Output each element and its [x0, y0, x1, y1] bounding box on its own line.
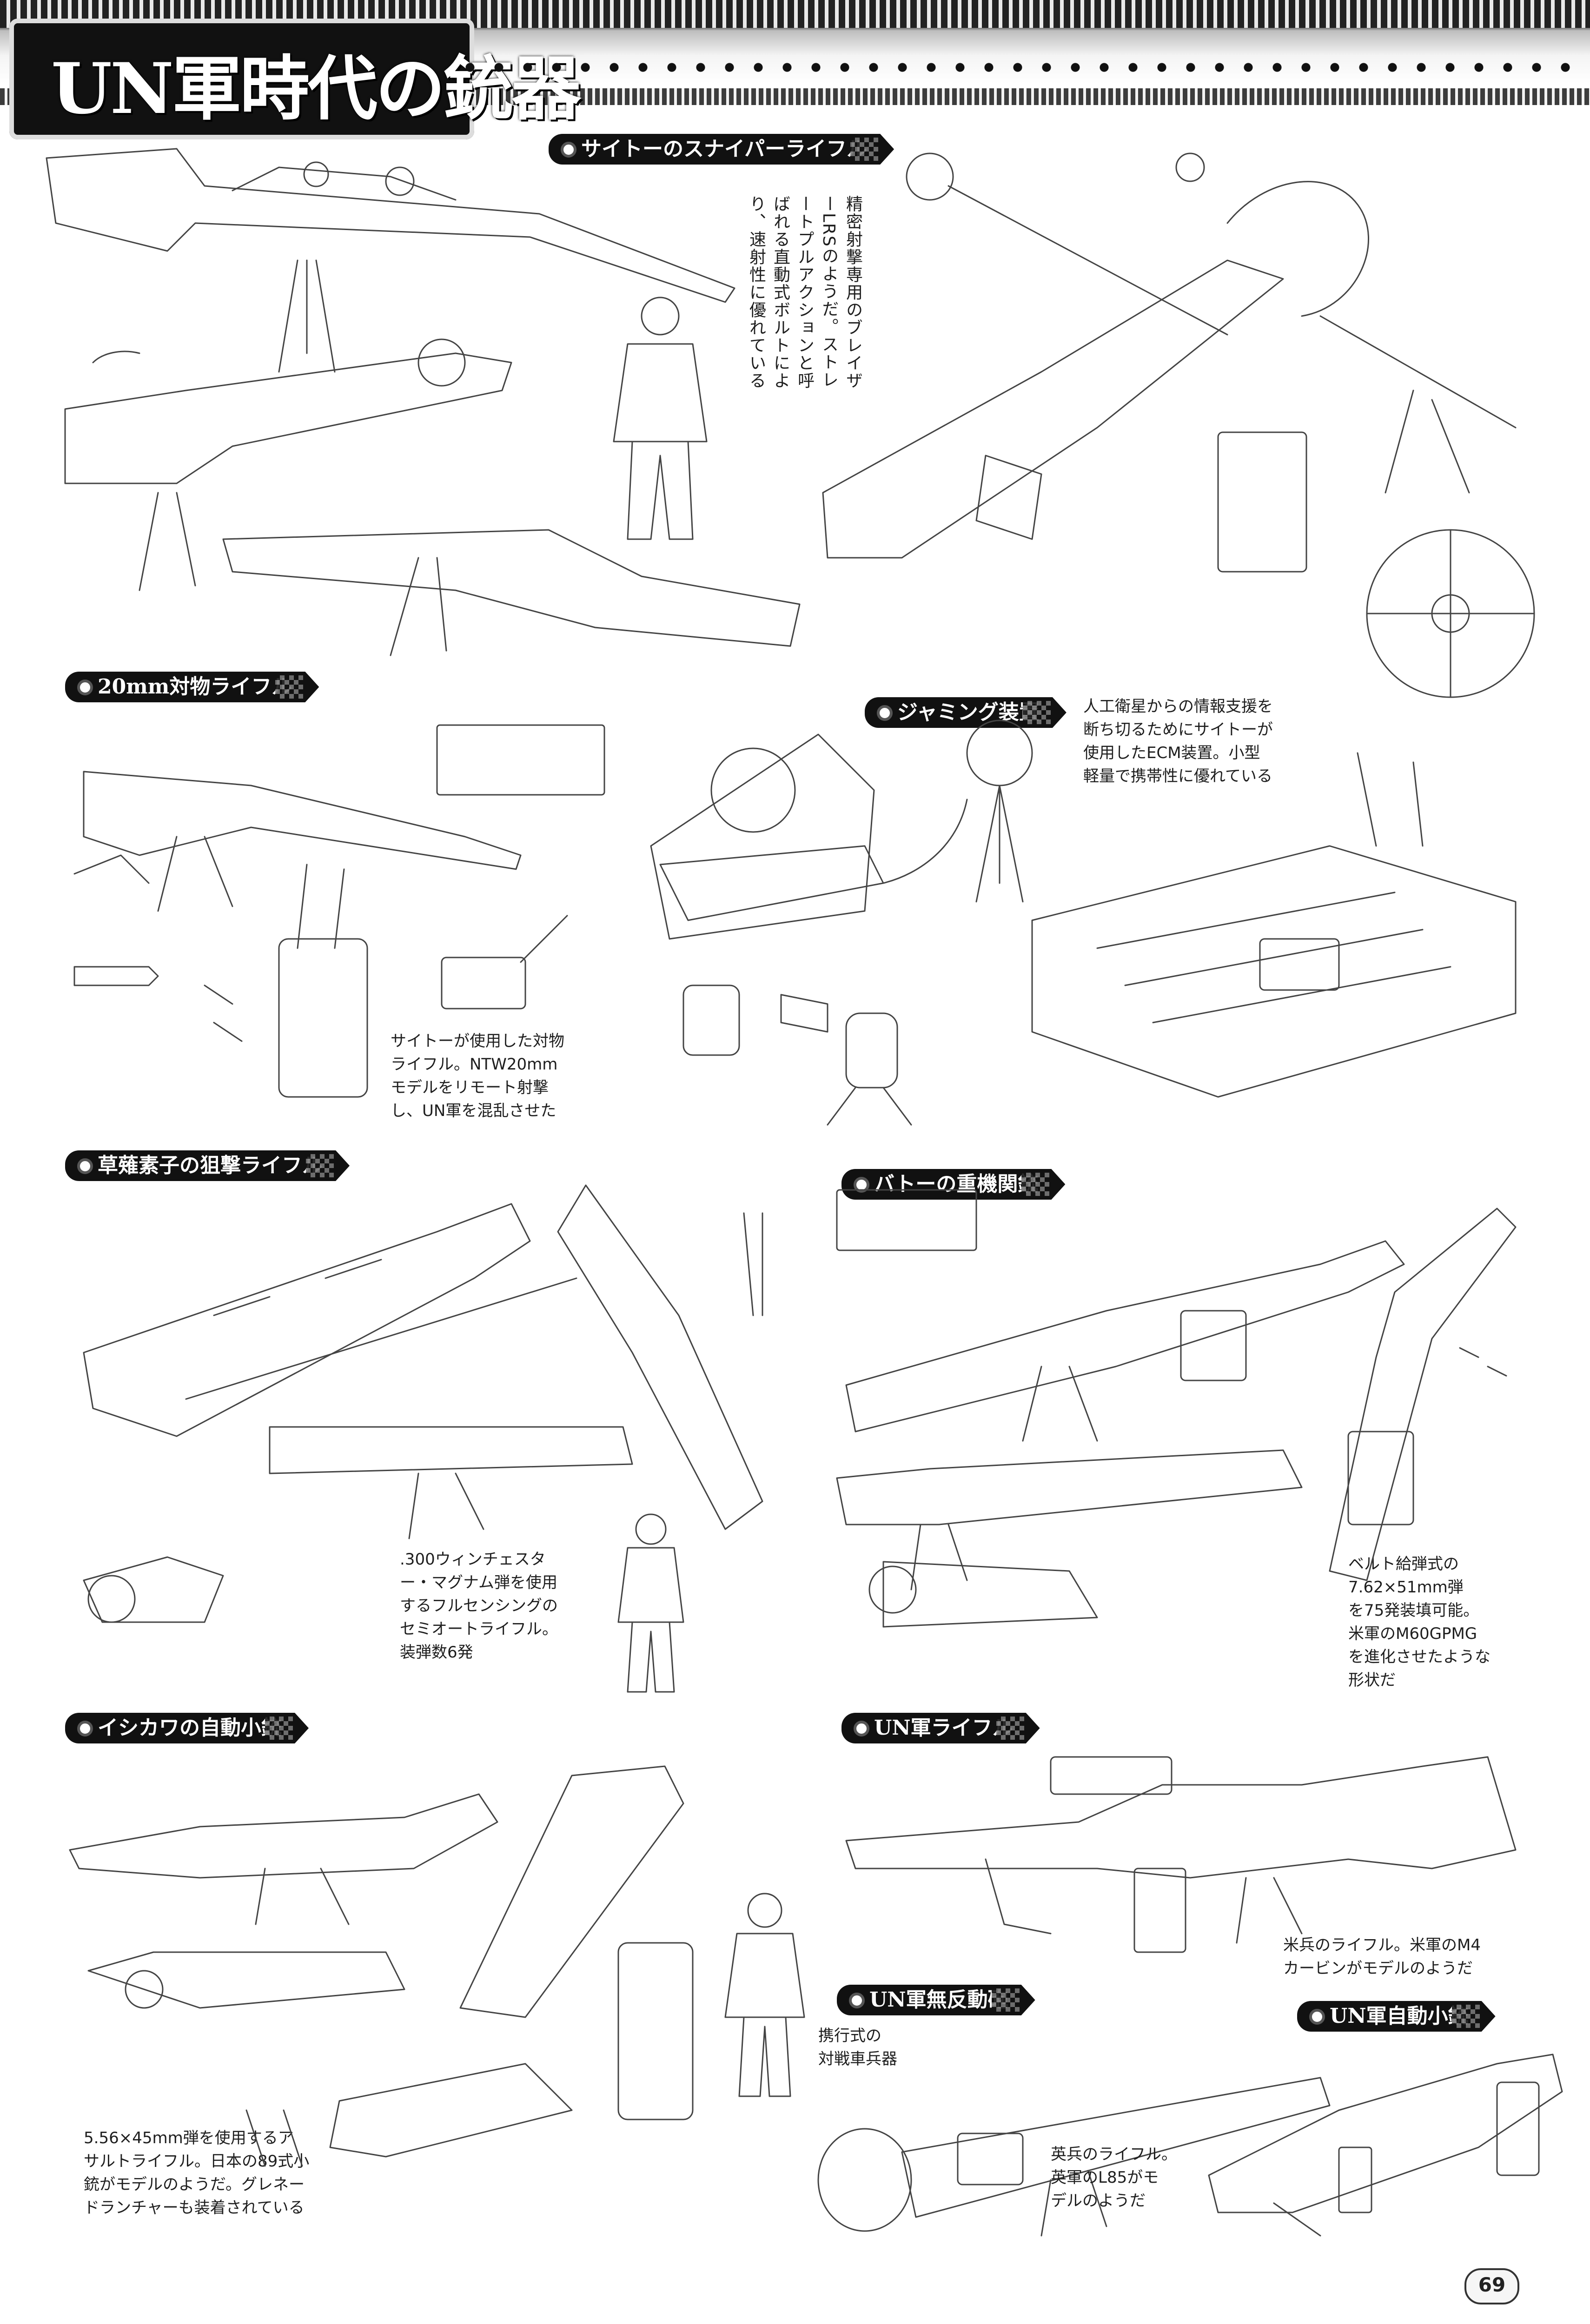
caption-un-recoilless: 携行式の 対戦車兵器: [818, 2024, 897, 2071]
caption-line: するフルセンシングの: [400, 1597, 558, 1615]
soldier-figure-sketch: [613, 297, 708, 540]
caption-line: 携行式の: [818, 2027, 881, 2045]
section-label-sniper: サイトーのスナイパーライフル: [549, 134, 894, 165]
section-label-text: UN軍無反動砲: [869, 1988, 1008, 2012]
caption-antimateriel: サイトーが使用した対物 ライフル。NTW20mm モデルをリモート射撃 し、UN…: [391, 1030, 564, 1122]
section-label-text: イシカワの自動小銃: [98, 1716, 282, 1740]
caption-ishikawa: 5.56×45mm弾を使用するア サルトライフル。日本の89式小 銃がモデルのよ…: [84, 2126, 309, 2219]
caption-line: 米軍のM60GPMG: [1348, 1624, 1477, 1643]
caption-line: 使用したECM装置。小型: [1083, 744, 1260, 762]
checker-pattern: [1021, 1173, 1049, 1196]
section-label-text: ジャミング装置: [897, 700, 1040, 724]
bullet-icon: [849, 1993, 865, 2008]
kusanagi-figure-sketch: [617, 1513, 684, 1693]
caption-line: 対戦車兵器: [818, 2050, 897, 2068]
caption-line: ー・マグナム弾を使用: [400, 1573, 557, 1592]
caption-un-auto: 英兵のライフル。 英軍のL85がモ デルのようだ: [1051, 2143, 1177, 2212]
checker-pattern: [306, 1154, 334, 1177]
caption-line: ドランチャーも装着されている: [84, 2199, 305, 2217]
section-label-text: 20mm対物ライフル: [98, 675, 292, 699]
bullet-icon: [77, 1721, 93, 1736]
section-label-un-rifle: UN軍ライフル: [841, 1713, 1040, 1743]
section-label-text: サイトーのスナイパーライフル: [581, 137, 868, 161]
title-plate: [9, 19, 474, 139]
caption-line: を進化させたような: [1348, 1648, 1491, 1666]
ishikawa-rifle-sketches: [69, 1765, 694, 2167]
section-label-jamming: ジャミング装置: [865, 697, 1067, 728]
sniper-closeup-sketch: [822, 152, 1535, 698]
section-label-ishikawa: イシカワの自動小銃: [65, 1713, 309, 1743]
kusanagi-rifle-sketches: [83, 1184, 763, 1623]
checker-pattern: [992, 1988, 1020, 2012]
page-title: UN軍時代の銃器: [51, 48, 581, 130]
title-dotted-rule: [456, 60, 1581, 74]
caption-line: カービンがモデルのようだ: [1283, 1959, 1473, 1978]
caption-line: 人工衛星からの情報支援を: [1083, 697, 1273, 716]
caption-sniper: 精密射撃専用のブレイザーLRSのようだ。ストレートプルアクションと呼ばれる直動式…: [747, 195, 862, 390]
caption-line: し、UN軍を混乱させた: [391, 1102, 556, 1120]
caption-line: サルトライフル。日本の89式小: [84, 2152, 310, 2171]
un-auto-rifle-sketch: [1208, 2053, 1563, 2237]
section-label-text: UN軍自動小銃: [1330, 2004, 1469, 2028]
jamming-device-sketches: [650, 720, 1517, 1126]
section-label-text: バトーの重機関銃: [874, 1172, 1039, 1196]
un-recoilless-sketch: [817, 2077, 1331, 2237]
batou-machinegun-sketches: [836, 1189, 1517, 1628]
checker-pattern: [996, 1717, 1024, 1740]
caption-line: モデルをリモート射撃: [391, 1078, 549, 1097]
bullet-icon: [77, 680, 93, 695]
caption-line: サイトーが使用した対物: [391, 1032, 564, 1050]
page-number: 69: [1464, 2268, 1519, 2304]
caption-line: 5.56×45mm弾を使用するア: [84, 2129, 294, 2147]
caption-kusanagi: .300ウィンチェスタ ー・マグナム弾を使用 するフルセンシングの セミオートラ…: [400, 1548, 558, 1664]
caption-line: 7.62×51mm弾: [1348, 1578, 1464, 1597]
caption-line: セミオートライフル。: [400, 1620, 558, 1638]
caption-line: デルのようだ: [1051, 2192, 1146, 2210]
caption-line: 英兵のライフル。: [1051, 2145, 1177, 2164]
bullet-icon: [77, 1158, 93, 1174]
section-label-text: UN軍ライフル: [874, 1716, 1013, 1740]
caption-batou: ベルト給弾式の 7.62×51mm弾 を75発装填可能。 米軍のM60GPMG …: [1348, 1552, 1491, 1692]
caption-line: 英軍のL85がモ: [1051, 2168, 1159, 2187]
caption-line: を75発装填可能。: [1348, 1601, 1479, 1620]
checker-pattern: [1023, 701, 1051, 724]
section-label-un-auto: UN軍自動小銃: [1297, 2001, 1496, 2032]
caption-line: 米兵のライフル。米軍のM4: [1283, 1936, 1481, 1954]
ishikawa-figure-sketch: [724, 1893, 805, 2097]
section-label-un-recoilless: UN軍無反動砲: [837, 1985, 1035, 2015]
checker-pattern: [1452, 2005, 1480, 2028]
bullet-icon: [854, 1721, 869, 1736]
bullet-icon: [877, 705, 893, 721]
section-label-batou: バトーの重機関銃: [841, 1169, 1065, 1200]
caption-line: 断ち切るためにサイトーが: [1083, 720, 1273, 739]
caption-line: ベルト給弾式の: [1348, 1555, 1459, 1573]
bullet-icon: [561, 142, 576, 158]
checker-pattern: [265, 1717, 293, 1740]
checker-pattern: [850, 138, 878, 161]
caption-un-rifle: 米兵のライフル。米軍のM4 カービンがモデルのようだ: [1283, 1934, 1481, 1980]
caption-line: 形状だ: [1348, 1671, 1396, 1690]
un-rifle-sketch: [845, 1756, 1517, 1953]
sniper-rifle-sketches: [46, 148, 801, 656]
bullet-icon: [1309, 2009, 1325, 2025]
caption-line: 軽量で携帯性に優れている: [1083, 767, 1272, 786]
section-label-kusanagi: 草薙素子の狙撃ライフル: [65, 1150, 350, 1181]
antimateriel-rifle-sketches: [73, 724, 605, 1098]
caption-line: 装弾数6発: [400, 1643, 473, 1662]
section-label-text: 草薙素子の狙撃ライフル: [98, 1154, 323, 1177]
checker-pattern: [275, 675, 303, 699]
caption-jamming: 人工衛星からの情報支援を 断ち切るためにサイトーが 使用したECM装置。小型 軽…: [1083, 695, 1273, 788]
caption-line: .300ウィンチェスタ: [400, 1550, 546, 1569]
section-label-antimateriel: 20mm対物ライフル: [65, 672, 319, 702]
caption-line: ライフル。NTW20mm: [391, 1055, 558, 1074]
caption-line: 銃がモデルのようだ。グレネー: [84, 2175, 305, 2194]
